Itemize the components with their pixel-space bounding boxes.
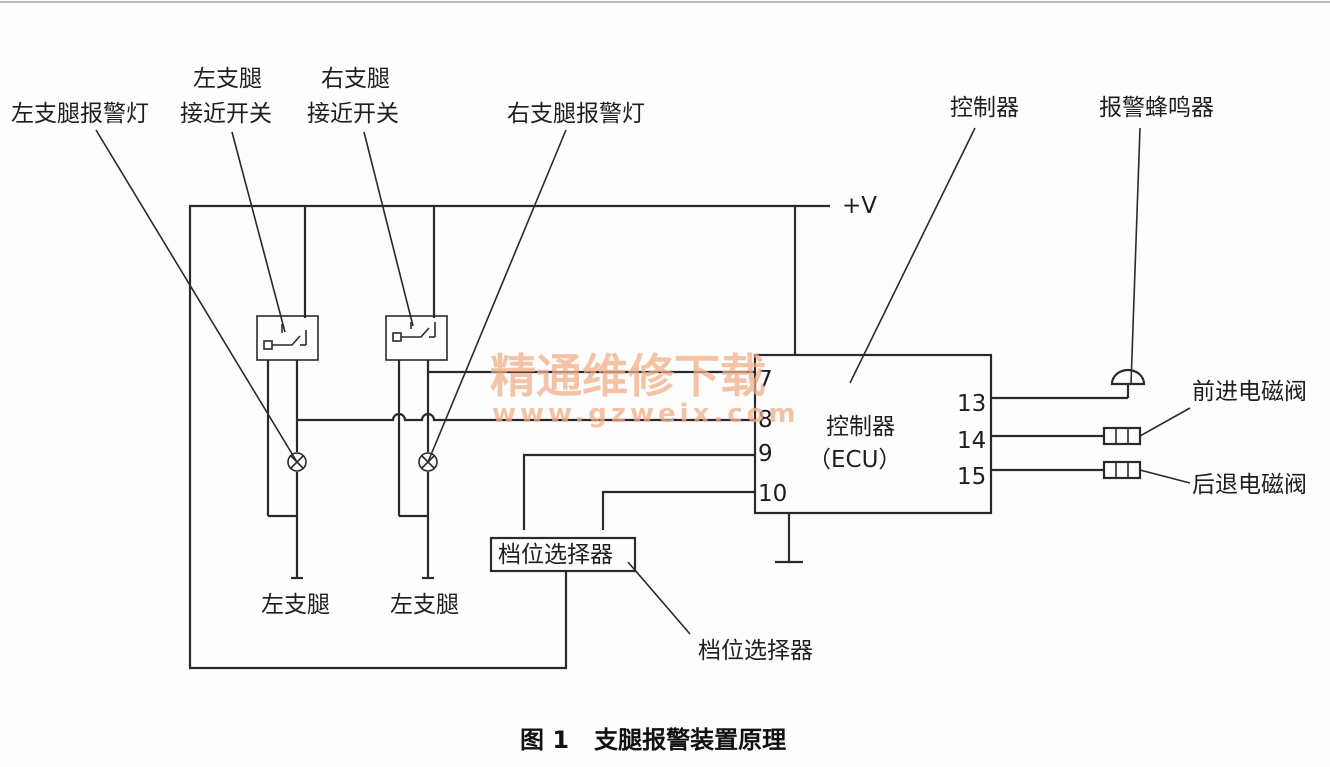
controller-callout-label: 控制器 [950, 95, 1019, 121]
ecu-box [753, 353, 993, 515]
buzzer-label: 报警蜂鸣器 [1099, 95, 1214, 121]
pin-10: 10 [758, 481, 787, 507]
gear-selector-callout-label: 档位选择器 [698, 638, 813, 664]
left-switch-label-line2: 接近开关 [180, 101, 272, 127]
supply-label: +V [842, 193, 877, 219]
right-alarm-lamp-label: 右支腿报警灯 [507, 101, 645, 127]
left-circuit-wiring [266, 360, 303, 580]
gear-selector-box [489, 536, 637, 573]
watermark-title: 精通维修下载 [490, 349, 766, 403]
right-proximity-switch [385, 315, 448, 361]
right-circuit-wiring [397, 360, 434, 580]
left-leg-label-1: 左支腿 [261, 592, 330, 618]
ecu-input-lines [297, 370, 755, 530]
callout-leaders [95, 127, 1191, 635]
pin-7: 7 [758, 367, 773, 393]
left-proximity-switch [256, 315, 319, 361]
watermark-url: www.gzweix.com [492, 399, 800, 429]
gear-selector-box-label: 档位选择器 [498, 542, 613, 568]
pin-14: 14 [957, 428, 986, 454]
right-switch-label-line2: 接近开关 [307, 101, 399, 127]
buzzer-symbol [1110, 368, 1146, 398]
left-switch-label-line1: 左支腿 [193, 66, 262, 92]
forward-solenoid-valve-symbol [1102, 426, 1142, 446]
pin-8: 8 [758, 407, 773, 433]
forward-valve-label: 前进电磁阀 [1192, 379, 1307, 405]
ecu-ground-symbol [775, 513, 803, 564]
ecu-name: 控制器 [826, 414, 895, 440]
left-leg-label-2: 左支腿 [390, 592, 459, 618]
reverse-valve-label: 后退电磁阀 [1192, 472, 1307, 498]
left-alarm-lamp-label: 左支腿报警灯 [11, 101, 149, 127]
figure-caption: 图 1 支腿报警装置原理 [520, 726, 786, 754]
ecu-output-lines [991, 396, 1128, 472]
pin-15: 15 [957, 464, 986, 490]
ecu-abbrev: （ECU） [808, 447, 901, 473]
pin-13: 13 [957, 391, 986, 417]
reverse-solenoid-valve-symbol [1102, 460, 1142, 480]
pin-9: 9 [758, 441, 773, 467]
supply-rail [188, 204, 830, 670]
right-switch-label-line1: 右支腿 [321, 66, 390, 92]
